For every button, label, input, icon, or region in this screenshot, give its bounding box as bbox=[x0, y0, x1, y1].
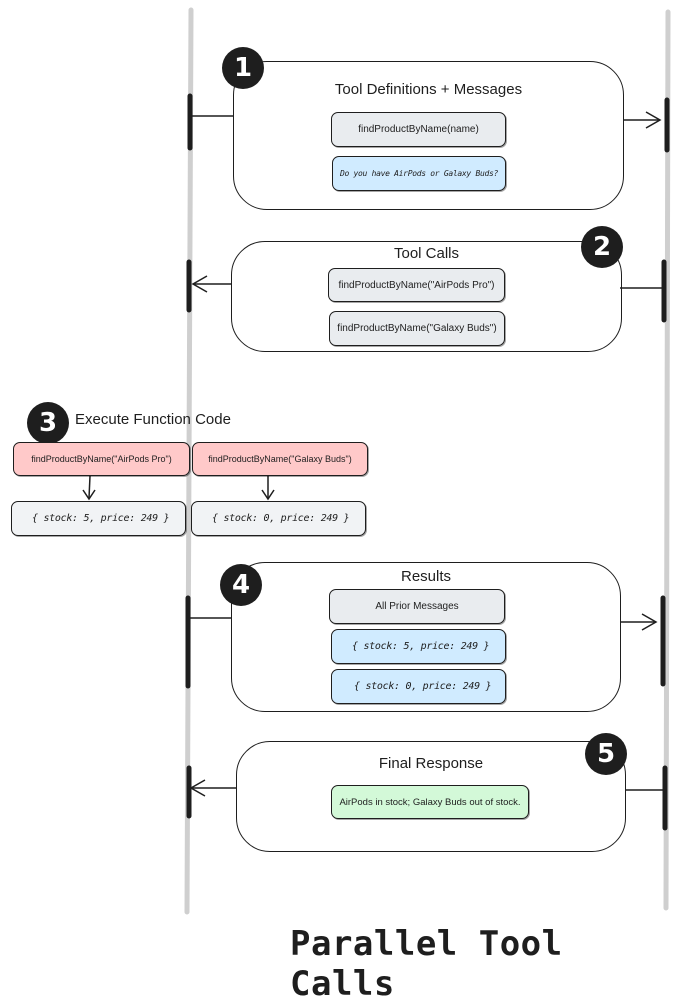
tool-call-chip: findProductByName("Galaxy Buds") bbox=[329, 311, 505, 346]
arrowhead bbox=[191, 275, 208, 293]
step4-frame: Results bbox=[231, 562, 621, 712]
user-message-chip: Do you have AirPods or Galaxy Buds? bbox=[332, 156, 506, 191]
right-lane bbox=[663, 9, 671, 911]
connector-line bbox=[88, 475, 91, 499]
diagram-caption: Parallel Tool Calls bbox=[290, 924, 563, 1004]
step2-title: Tool Calls bbox=[393, 245, 460, 262]
step3-badge: 3 bbox=[27, 402, 69, 444]
function-chip: findProductByName("Galaxy Buds") bbox=[192, 442, 368, 476]
step1-title: Tool Definitions + Messages bbox=[334, 81, 523, 98]
step3-title: Execute Function Code bbox=[75, 411, 231, 428]
tool-definition-chip: findProductByName(name) bbox=[331, 112, 506, 147]
step1-badge: 1 bbox=[222, 47, 264, 89]
arrowhead bbox=[82, 489, 96, 501]
result-chip: { stock: 0, price: 249 } bbox=[331, 669, 506, 704]
function-chip: findProductByName("AirPods Pro") bbox=[13, 442, 190, 476]
prior-messages-chip: All Prior Messages bbox=[329, 589, 505, 624]
arrowhead bbox=[641, 613, 658, 631]
step5-title: Final Response bbox=[378, 755, 484, 772]
step5-badge: 5 bbox=[585, 733, 627, 775]
step2-badge: 2 bbox=[581, 226, 623, 268]
function-output-chip: { stock: 5, price: 249 } bbox=[11, 501, 186, 536]
arrowhead bbox=[261, 489, 275, 501]
tool-call-chip: findProductByName("AirPods Pro") bbox=[328, 268, 505, 302]
step5-frame: Final Response bbox=[236, 741, 626, 852]
step2-frame: Tool Calls bbox=[231, 241, 622, 352]
step1-frame: Tool Definitions + Messages bbox=[233, 61, 624, 210]
final-response-chip: AirPods in stock; Galaxy Buds out of sto… bbox=[331, 785, 529, 819]
step4-badge: 4 bbox=[220, 564, 262, 606]
result-chip: { stock: 5, price: 249 } bbox=[331, 629, 506, 664]
arrowhead bbox=[645, 111, 662, 129]
function-output-chip: { stock: 0, price: 249 } bbox=[191, 501, 366, 536]
step4-title: Results bbox=[400, 568, 452, 585]
